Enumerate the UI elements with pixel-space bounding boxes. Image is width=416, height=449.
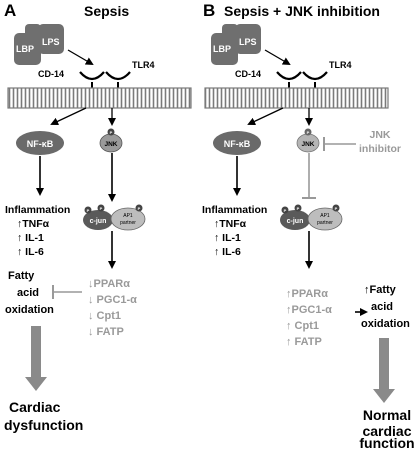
svg-text:c-jun: c-jun (287, 218, 304, 225)
lps-to-receptor-arrow (264, 49, 291, 66)
tnfa-label: ↑TNFα (214, 218, 247, 230)
tlr4-label: TLR4 (329, 60, 352, 70)
to-nfkb-arrow (50, 107, 87, 126)
lps-to-receptor-arrow (67, 49, 94, 66)
gene-pgc1a: ↑PGC1-α (286, 304, 332, 316)
panel-letter-a: A (4, 1, 16, 20)
il1-label: ↑ IL-1 (17, 232, 44, 244)
tlr4-receptor (302, 71, 328, 81)
cell-membrane (7, 87, 192, 109)
panel-b: B Sepsis + JNK inhibition LBP LPS CD-14 … (202, 1, 415, 449)
phospho-icon (332, 204, 340, 212)
svg-text:AP1: AP1 (320, 213, 330, 219)
big-down-arrow (373, 338, 395, 403)
svg-text:P: P (307, 130, 310, 135)
svg-text:partner: partner (317, 220, 333, 226)
tnfa-label: ↑TNFα (17, 218, 50, 230)
panel-title-a: Sepsis (84, 3, 129, 19)
phospho-icon (304, 128, 312, 136)
outcome-line2: cardiac (362, 423, 411, 439)
svg-text:P: P (100, 206, 103, 211)
il6-label: ↑ IL-6 (214, 246, 241, 258)
gene-ppara: ↑PPARα (286, 288, 328, 300)
phospho-icon (107, 128, 115, 136)
svg-text:P: P (110, 130, 113, 135)
big-down-arrow (25, 326, 47, 391)
il1-label: ↑ IL-1 (214, 232, 241, 244)
svg-text:P: P (87, 208, 90, 213)
nfkb-label: NF-κB (224, 139, 251, 149)
lps-block (38, 24, 64, 54)
cd14-label: CD-14 (38, 69, 64, 79)
panel-a: A Sepsis LBP LPS CD-14 TLR4 NF-κB JNK P (4, 1, 192, 433)
to-nfkb-arrow (247, 107, 284, 126)
cd14-receptor (276, 71, 302, 81)
cjun-ap1-complex: c-jun AP1 partner P P P (280, 204, 343, 231)
fao-line2: acid (17, 287, 39, 299)
jnk-inhibitor-line2: inhibitor (359, 143, 401, 155)
inflammation-title: Inflammation (202, 204, 267, 216)
gene-ppara: ↓PPARα (88, 278, 130, 290)
fao-line2: acid (371, 301, 393, 313)
panel-title-b: Sepsis + JNK inhibition (224, 3, 380, 19)
svg-text:partner: partner (120, 220, 136, 226)
lps-label: LPS (239, 37, 257, 47)
nfkb-label: NF-κB (27, 139, 54, 149)
svg-text:P: P (335, 206, 338, 211)
svg-text:P: P (284, 208, 287, 213)
cd14-label: CD-14 (235, 69, 261, 79)
lbp-label: LBP (16, 44, 34, 54)
cjun-ap1-complex: c-jun AP1 partner P P P (83, 204, 146, 231)
fao-line1: Fatty (8, 270, 35, 282)
cjun-node (280, 210, 310, 230)
phospho-icon (84, 206, 92, 214)
phospho-icon (294, 204, 302, 212)
gene-pgc1a: ↓ PGC1-α (88, 294, 137, 306)
cd14-receptor (79, 71, 105, 81)
jnk-label: JNK (104, 141, 117, 148)
fao-line3: oxidation (361, 318, 410, 330)
fao-line1: ↑Fatty (364, 284, 397, 296)
phospho-icon (135, 204, 143, 212)
outcome-line1: Cardiac (9, 399, 61, 415)
outcome-line3: function (359, 435, 414, 449)
svg-text:c-jun: c-jun (90, 218, 107, 225)
gene-cpt1: ↑ Cpt1 (286, 320, 319, 332)
gene-fatp: ↓ FATP (88, 326, 124, 338)
gene-cpt1: ↓ Cpt1 (88, 310, 121, 322)
il6-label: ↑ IL-6 (17, 246, 44, 258)
jnk-inhibitor-line1: JNK (369, 129, 390, 141)
lbp-label: LBP (213, 44, 231, 54)
cjun-node (83, 210, 113, 230)
inflammation-title: Inflammation (5, 204, 70, 216)
fao-line3: oxidation (5, 304, 54, 316)
lps-block (235, 24, 261, 54)
lps-label: LPS (42, 37, 60, 47)
panel-letter-b: B (203, 1, 215, 20)
svg-text:P: P (138, 206, 141, 211)
phospho-icon (97, 204, 105, 212)
ap1-partner-node (110, 207, 146, 231)
outcome-line2: dysfunction (4, 417, 83, 433)
lbp-lps-complex: LBP LPS (14, 24, 64, 65)
tlr4-receptor (105, 71, 131, 81)
nfkb-node (16, 131, 64, 155)
gene-fatp: ↑ FATP (286, 336, 322, 348)
svg-text:AP1: AP1 (123, 213, 133, 219)
svg-text:P: P (297, 206, 300, 211)
nfkb-node (213, 131, 261, 155)
jnk-label: JNK (301, 141, 314, 148)
tlr4-label: TLR4 (132, 60, 155, 70)
outcome-line1: Normal (363, 407, 411, 423)
ap1-partner-node (307, 207, 343, 231)
lbp-lps-complex: LBP LPS (211, 24, 261, 65)
cell-membrane (204, 87, 389, 109)
phospho-icon (281, 206, 289, 214)
